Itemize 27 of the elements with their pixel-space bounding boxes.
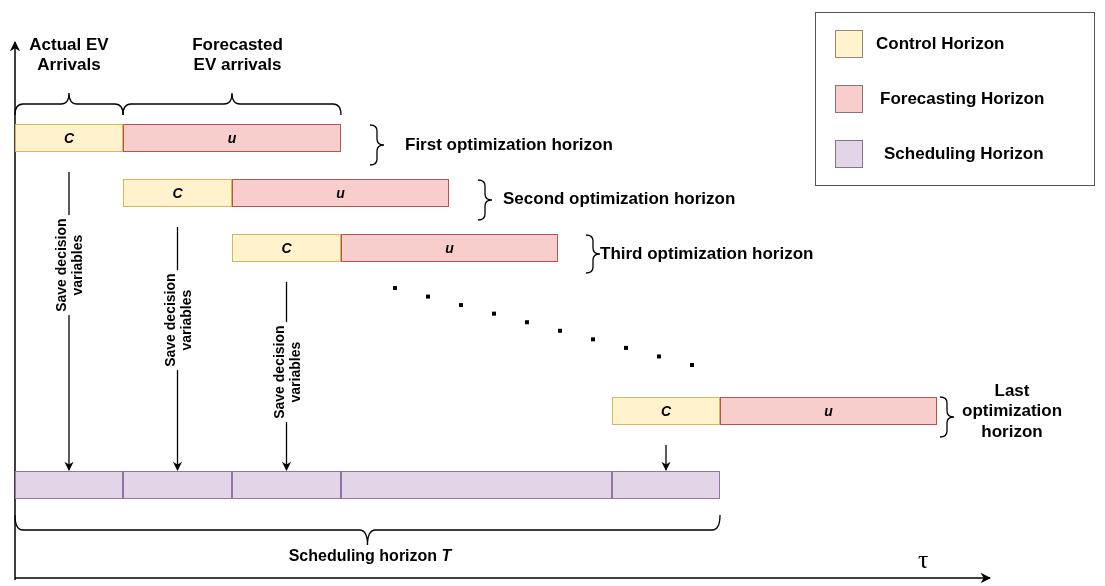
horizon-label: Third optimization horizon — [600, 244, 815, 265]
control-horizon-bar: C — [123, 179, 232, 207]
forecasting-horizon-bar: u — [123, 124, 341, 152]
horizon-label: Second optimization horizon — [503, 189, 737, 210]
scheduling-slot — [232, 471, 341, 499]
horizon-label: Last optimization horizon — [962, 381, 1062, 443]
legend-label: Control Horizon — [876, 34, 1005, 54]
legend-label: Scheduling Horizon — [884, 144, 1044, 164]
legend-label: Forecasting Horizon — [880, 89, 1045, 109]
scheduling-slot — [612, 471, 720, 499]
arrow — [661, 444, 671, 471]
control-horizon-bar: C — [232, 234, 341, 262]
scheduling-slot — [123, 471, 232, 499]
brace-label: Scheduling horizon T — [287, 546, 454, 566]
control-horizon-bar: C — [15, 124, 123, 152]
axis-label: τ — [918, 544, 930, 576]
brace-label: Forecasted EV arrivals — [191, 35, 284, 76]
control-horizon-bar: C — [612, 397, 720, 425]
forecasting-horizon-bar: u — [720, 397, 937, 425]
edge-label: Save decision variables — [161, 270, 194, 371]
edge-label: Save decision variables — [270, 322, 303, 423]
forecasting-horizon-bar: u — [341, 234, 558, 262]
scheduling-slot — [15, 471, 123, 499]
forecasting-horizon-bar: u — [232, 179, 449, 207]
scheduling-slot — [341, 471, 612, 499]
brace-label: Actual EV Arrivals — [28, 35, 110, 76]
horizon-label: First optimization horizon — [405, 135, 614, 156]
